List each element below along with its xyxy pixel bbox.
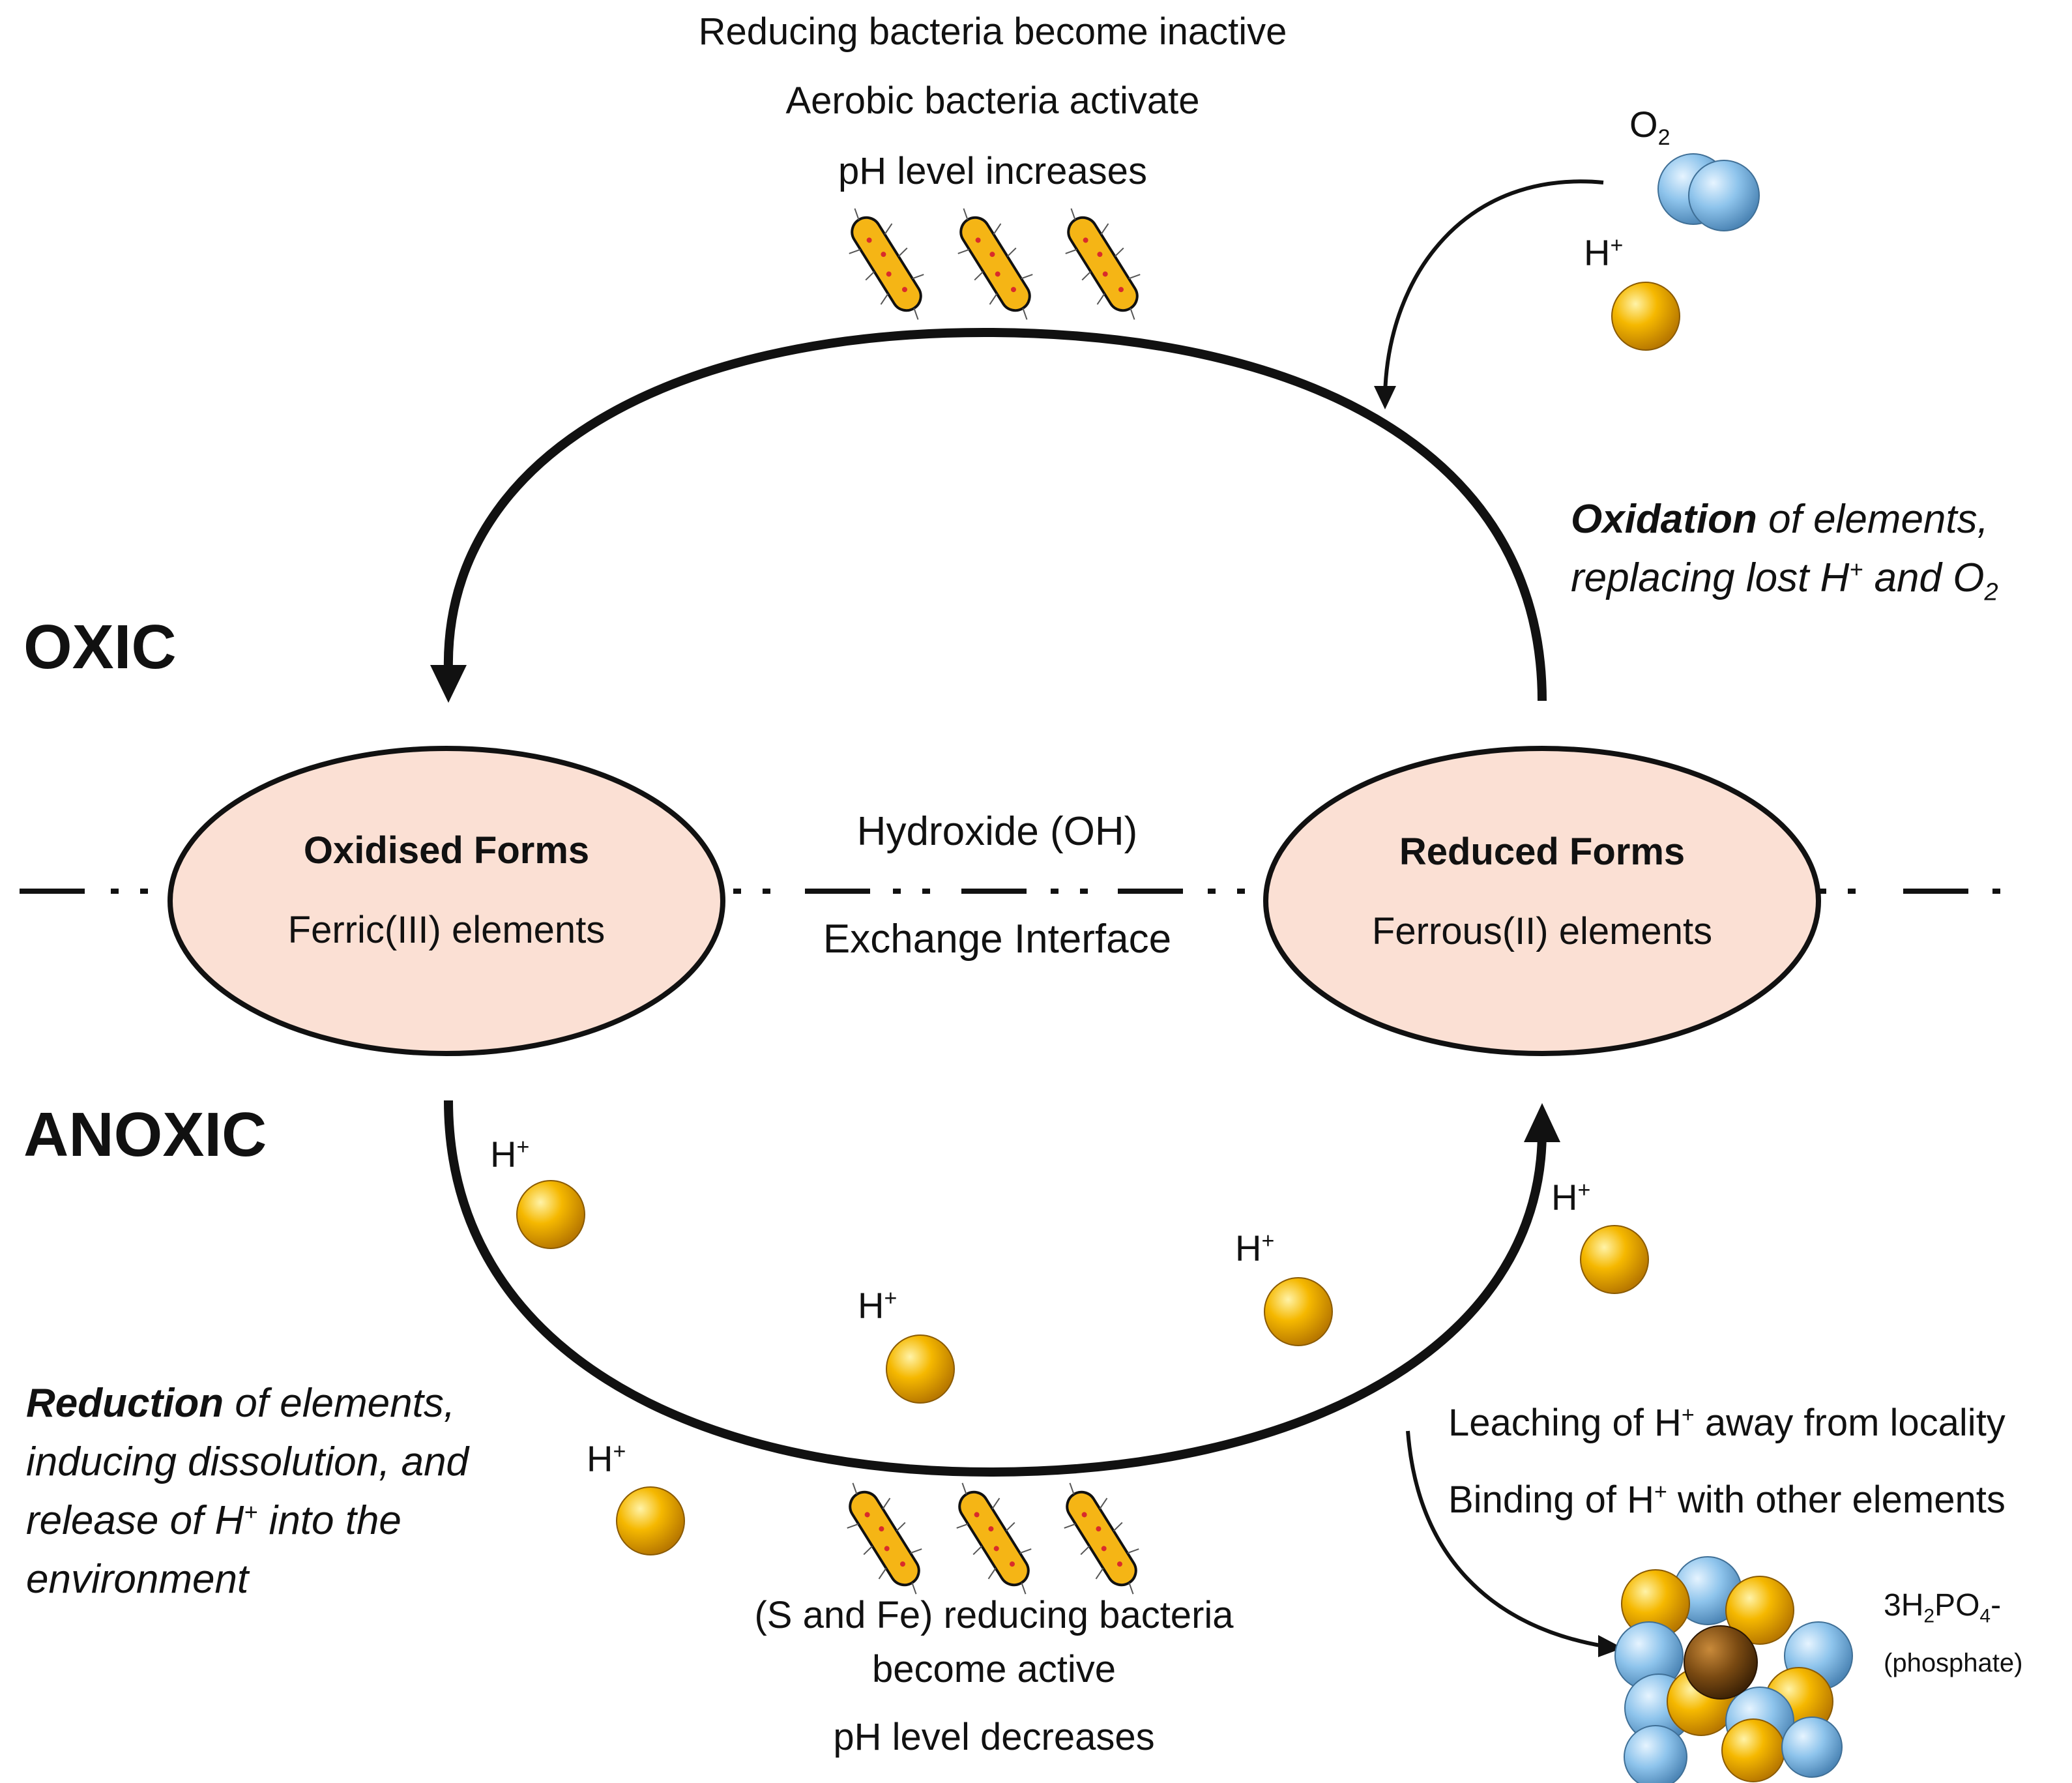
oxidation-rest: of elements, (1757, 497, 1989, 542)
upper-arrowhead (430, 665, 467, 703)
proton-1 (516, 1180, 585, 1249)
leaching-text: Leaching of H+ away from locality (1448, 1402, 2006, 1445)
proton-2 (886, 1334, 955, 1404)
leaching-pre: Leaching of H (1448, 1402, 1682, 1444)
leaching-arrow (1406, 1430, 1604, 1648)
reduction-rest: of elements, (224, 1381, 456, 1426)
top-effect-1: Reducing bacteria become inactive (698, 10, 1287, 53)
leaching-sup: + (1681, 1402, 1695, 1428)
oxic-zone-label: OXIC (23, 612, 177, 682)
h-label-3: H+ (1235, 1227, 1274, 1269)
h-label-1: H+ (490, 1133, 529, 1175)
phosphate-label: (phosphate) (1884, 1649, 2023, 1677)
oxygen-molecule (1657, 153, 1760, 231)
h-label-5-symbol: H (587, 1438, 613, 1479)
proton-top (1611, 282, 1680, 351)
top-effect-2: Aerobic bacteria activate (785, 80, 1200, 122)
oxidised-forms-subtitle: Ferric(III) elements (287, 909, 606, 951)
top-effect-3: pH level increases (838, 150, 1147, 192)
bottom-effect-2: become active (872, 1648, 1116, 1690)
reduction-line3-sup: + (244, 1498, 258, 1525)
inflow-arrow (1383, 179, 1604, 395)
oxidation-bold: Oxidation (1571, 497, 1757, 542)
h-label-4: H+ (1551, 1176, 1590, 1218)
binding-text: Binding of H+ with other elements (1448, 1479, 2006, 1522)
binding-sup: + (1654, 1479, 1667, 1505)
reduction-line3-pre: release of H (26, 1497, 244, 1543)
bacteria-bottom-1 (847, 1482, 922, 1595)
o2-label-sub: 2 (1657, 125, 1671, 151)
binding-post: with other elements (1667, 1479, 2006, 1521)
h-label-5: H+ (587, 1437, 626, 1480)
h-label-top-charge: + (1610, 233, 1624, 258)
oxidation-line2-sub: 2 (1984, 578, 1998, 606)
h-label-5-charge: + (613, 1439, 626, 1464)
phosphate-mid: PO (1934, 1588, 1980, 1623)
h-label-2-charge: + (884, 1286, 897, 1311)
reduction-line2: inducing dissolution, and (26, 1439, 469, 1484)
reduced-forms-subtitle: Ferrous(II) elements (1371, 910, 1713, 952)
reduced-forms-title: Reduced Forms (1399, 831, 1685, 873)
binding-pre: Binding of H (1448, 1479, 1654, 1521)
reduction-line4: environment (26, 1556, 249, 1602)
leaching-post: away from locality (1694, 1402, 2006, 1444)
o2-label-symbol: O (1629, 104, 1658, 145)
h-label-1-symbol: H (490, 1134, 517, 1175)
interface-top-label: Hydroxide (OH) (856, 809, 1138, 854)
bacteria-top-2 (957, 208, 1033, 320)
proton-3 (1264, 1277, 1333, 1346)
interface-bottom-label: Exchange Interface (823, 917, 1172, 962)
reduced-forms-node (1263, 746, 1821, 1056)
bottom-effect-3: pH level decreases (833, 1716, 1155, 1758)
h-label-2: H+ (858, 1284, 897, 1327)
h-label-top-symbol: H (1584, 232, 1611, 273)
lower-cycle-arrow (444, 1100, 1547, 1477)
proton-5 (616, 1486, 685, 1555)
bottom-effect-1: (S and Fe) reducing bacteria (754, 1594, 1234, 1636)
phosphate-post: - (1991, 1588, 2002, 1623)
phosphate-formula: 3H2PO4- (1884, 1587, 2001, 1628)
phosphate-pre: 3H (1884, 1588, 1924, 1623)
upper-cycle-arrow (443, 327, 1547, 701)
inflow-arrowhead (1374, 386, 1396, 409)
lower-arrowhead (1524, 1103, 1560, 1142)
oxidation-line2-pre: replacing lost H (1571, 555, 1850, 600)
bacteria-top-3 (1065, 208, 1141, 320)
anoxic-zone-label: ANOXIC (23, 1100, 267, 1170)
h-label-2-symbol: H (858, 1285, 884, 1326)
oxidised-forms-title: Oxidised Forms (303, 829, 590, 872)
reduction-bold: Reduction (26, 1381, 224, 1426)
phosphate-sub2: 4 (1979, 1605, 1991, 1627)
proton-4 (1580, 1225, 1649, 1294)
o2-label: O2 (1629, 103, 1670, 151)
reduction-line3-post: into the (257, 1497, 401, 1543)
reduction-note: Reduction of elements, inducing dissolut… (26, 1374, 561, 1609)
phosphate-cluster (1614, 1556, 1853, 1783)
oxidised-forms-node (168, 746, 725, 1056)
bacteria-bottom-2 (956, 1482, 1032, 1595)
h-label-1-charge: + (516, 1134, 530, 1160)
leaching-arrowhead (1598, 1635, 1623, 1657)
oxidation-line2-sup: + (1849, 555, 1863, 583)
h-label-4-symbol: H (1551, 1177, 1578, 1218)
h-label-4-charge: + (1577, 1177, 1591, 1203)
h-label-3-symbol: H (1235, 1228, 1262, 1269)
h-label-top: H+ (1584, 231, 1623, 274)
h-label-3-charge: + (1261, 1228, 1275, 1254)
bacteria-top-1 (849, 208, 924, 320)
phosphate-sub1: 2 (1923, 1605, 1935, 1627)
oxidation-line2-mid: and O (1863, 555, 1985, 600)
bacteria-bottom-3 (1064, 1482, 1139, 1595)
oxidation-note: Oxidation of elements, replacing lost H+… (1571, 490, 2066, 610)
